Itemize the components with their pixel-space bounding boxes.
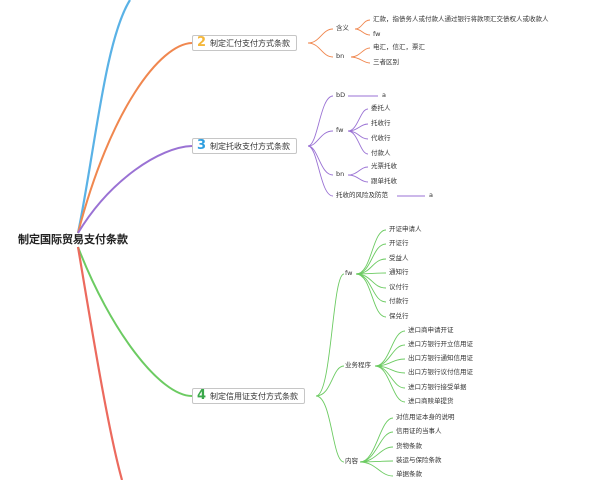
root-branch-1 <box>76 0 131 234</box>
leaf-collection-bd-a[interactable]: a <box>382 91 386 99</box>
leaf-content-2[interactable]: 信用证的当事人 <box>396 427 442 435</box>
leaf-remittance-definition[interactable]: 汇款，指债务人或付款人通过银行将款项汇交债权人或收款人 <box>373 15 549 23</box>
leaf-principal[interactable]: 委托人 <box>371 104 391 112</box>
leaf-procedure-3[interactable]: 出口方银行通知信用证 <box>408 354 473 362</box>
topic-number: 2 <box>197 35 207 50</box>
leaf-remittance-difference[interactable]: 三者区别 <box>373 58 399 66</box>
node-collection-bd[interactable]: bD <box>336 91 346 99</box>
node-lc-procedure[interactable]: 业务程序 <box>345 361 371 369</box>
root-branch-2 <box>77 42 193 234</box>
node-collection-fw[interactable]: fw <box>336 126 344 134</box>
leaf-content-3[interactable]: 货物条款 <box>396 442 422 450</box>
leaf-documentary-collection[interactable]: 跟单托收 <box>371 177 397 185</box>
node-lc-fw[interactable]: fw <box>345 269 353 277</box>
topic-label: 制定汇付支付方式条款 <box>210 38 291 48</box>
topic-collection[interactable]: 3 制定托收支付方式条款 <box>192 138 298 154</box>
node-collection-bn[interactable]: bn <box>336 170 345 178</box>
leaf-content-4[interactable]: 装运与保险条款 <box>396 456 442 464</box>
topic-remittance[interactable]: 2 制定汇付支付方式条款 <box>192 35 298 51</box>
leaf-content-1[interactable]: 对信用证本身的说明 <box>396 413 455 421</box>
leaf-beneficiary[interactable]: 受益人 <box>389 254 409 262</box>
leaf-negotiating-bank[interactable]: 议付行 <box>389 283 409 291</box>
node-lc-content[interactable]: 内容 <box>345 457 358 465</box>
topic-label: 制定信用证支付方式条款 <box>210 391 299 401</box>
root-branch-4 <box>77 246 193 397</box>
leaf-content-5[interactable]: 单据条款 <box>396 470 422 478</box>
leaf-procedure-5[interactable]: 进口方银行接受单据 <box>408 383 467 391</box>
leaf-issuing-bank[interactable]: 开证行 <box>389 239 409 247</box>
leaf-paying-bank[interactable]: 付款行 <box>389 297 409 305</box>
leaf-procedure-4[interactable]: 出口方银行议付信用证 <box>408 368 473 376</box>
root-branch-5 <box>76 246 124 480</box>
topic-number: 3 <box>197 138 207 153</box>
topic-letter-of-credit[interactable]: 4 制定信用证支付方式条款 <box>192 388 306 404</box>
leaf-clean-collection[interactable]: 光票托收 <box>371 162 397 170</box>
leaf-drawee[interactable]: 付款人 <box>371 149 391 157</box>
leaf-procedure-6[interactable]: 进口商赎单提货 <box>408 397 454 405</box>
leaf-applicant[interactable]: 开证申请人 <box>389 225 422 233</box>
root-topic[interactable]: 制定国际贸易支付条款 <box>18 233 128 246</box>
root-branch-3 <box>77 145 193 234</box>
leaf-remittance-fw[interactable]: fw <box>373 30 381 38</box>
topic-number: 4 <box>197 388 207 403</box>
node-meaning[interactable]: 含义 <box>336 24 349 32</box>
leaf-procedure-2[interactable]: 进口方银行开立信用证 <box>408 340 473 348</box>
leaf-procedure-1[interactable]: 进口商申请开证 <box>408 326 454 334</box>
node-collection-risk[interactable]: 托收的风险及防范 <box>336 191 388 199</box>
leaf-remittance-types[interactable]: 电汇，信汇，票汇 <box>373 43 425 51</box>
leaf-remitting-bank[interactable]: 托收行 <box>371 119 391 127</box>
node-remittance-bn[interactable]: bn <box>336 52 345 60</box>
topic-label: 制定托收支付方式条款 <box>210 141 291 151</box>
leaf-confirming-bank[interactable]: 保兑行 <box>389 312 409 320</box>
leaf-collection-risk-a[interactable]: a <box>429 191 433 199</box>
leaf-collecting-bank[interactable]: 代收行 <box>371 134 391 142</box>
leaf-advising-bank[interactable]: 通知行 <box>389 268 409 276</box>
